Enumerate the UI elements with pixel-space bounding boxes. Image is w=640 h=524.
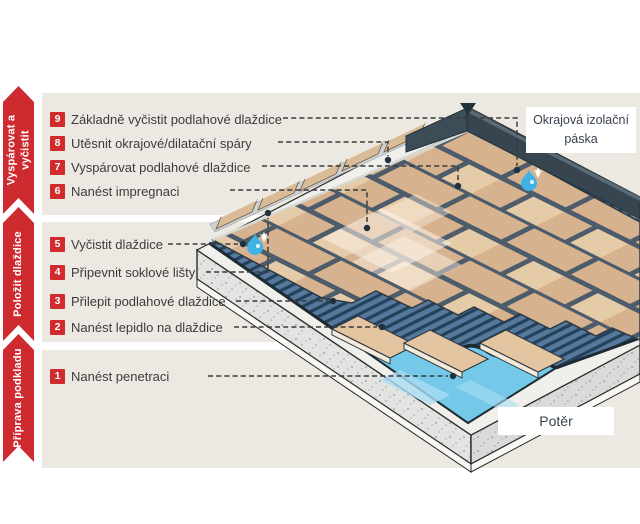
step-row-1: 1 Nanést penetraci	[50, 368, 169, 384]
step-label: Nanést impregnaci	[71, 183, 180, 199]
leader-dots	[239, 156, 521, 380]
impregnation-sheen	[322, 194, 462, 291]
step-label: Základně vyčistit podlahové dlaždice	[71, 111, 283, 127]
step-row-6: 6 Nanést impregnaci	[50, 183, 179, 199]
leader-line-4	[206, 218, 269, 273]
step-label: Vyčistit dlaždice	[71, 236, 163, 252]
step-row-3: 3 Přilepit podlahové dlaždice	[50, 293, 226, 309]
step-number-badge: 7	[50, 159, 65, 175]
step-number-badge: 1	[50, 368, 65, 384]
step-label: Utěsnit okrajové/dilatační spáry	[71, 135, 252, 151]
edge-insulation-tape	[405, 103, 640, 220]
step-row-4: 4 Připevnit soklové lišty	[50, 264, 195, 280]
leader-line-8	[278, 141, 389, 156]
step-label: Nanést penetraci	[71, 368, 170, 384]
step-number-badge: 5	[50, 236, 65, 252]
step-label: Vyspárovat podlahové dlaždice	[71, 159, 251, 175]
screed-callout: Potěr	[498, 407, 614, 435]
concrete-speckle-left	[197, 250, 471, 464]
skirting-strips	[209, 122, 426, 233]
ribbon-phase-prepare-base: Příprava podkladu	[3, 334, 34, 462]
step-number-badge: 6	[50, 183, 65, 199]
leader-line-9	[283, 117, 518, 166]
step-row-2: 2 Nanést lepidlo na dlaždice	[50, 319, 223, 335]
step-row-7: 7 Vyspárovat podlahové dlaždice	[50, 159, 250, 175]
step-row-8: 8 Utěsnit okrajové/dilatační spáry	[50, 135, 252, 151]
water-droplet-icon	[247, 167, 542, 255]
step-row-9: 9 Základně vyčistit podlahové dlaždice	[50, 111, 282, 127]
step-row-5: 5 Vyčistit dlaždice	[50, 236, 163, 252]
ribbon-phase-lay-tiles: Položit dlaždice	[3, 207, 34, 341]
leader-line-7	[262, 165, 459, 182]
step-label: Přilepit podlahové dlaždice	[71, 293, 226, 309]
leader-lines	[168, 117, 518, 377]
step-number-badge: 4	[50, 264, 65, 280]
step-label: Připevnit soklové lišty	[71, 264, 196, 280]
step-number-badge: 8	[50, 135, 65, 151]
ribbon-phase-grout-and-clean: Vyspárovat a vyčistit	[3, 86, 34, 214]
step-number-badge: 2	[50, 319, 65, 335]
step-label: Nanést lepidlo na dlaždice	[71, 319, 223, 335]
step-number-badge: 3	[50, 293, 65, 309]
step-number-badge: 9	[50, 111, 65, 127]
edge-tape-callout: Okrajová izolační páska	[526, 107, 636, 153]
leader-line-6	[230, 189, 368, 224]
